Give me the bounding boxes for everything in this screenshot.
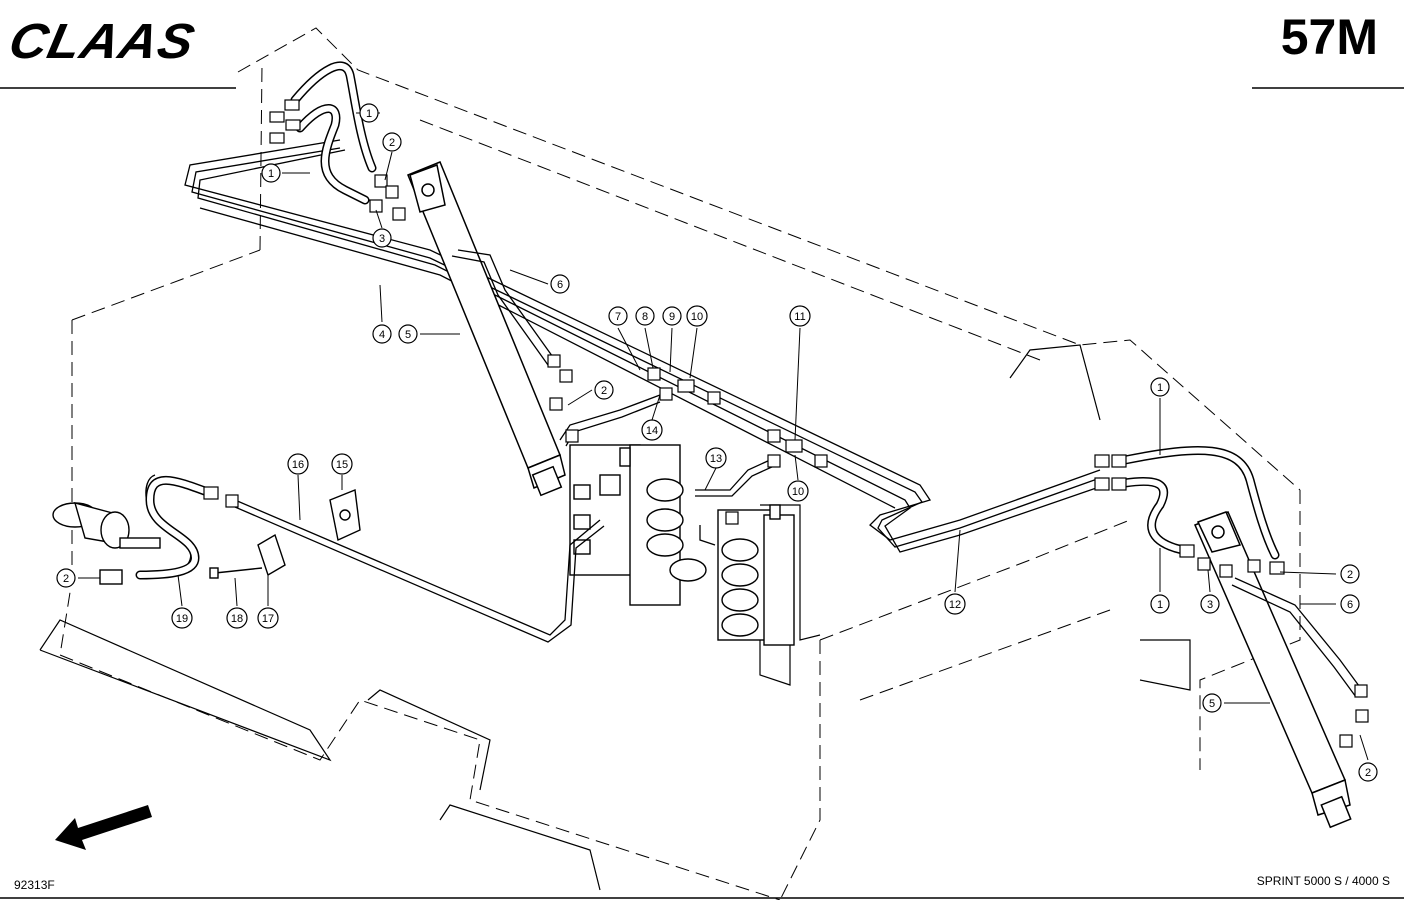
callouts xyxy=(56,103,1378,782)
callout-2: 2 xyxy=(1347,569,1353,581)
callout-12: 12 xyxy=(949,599,961,611)
callout-6: 6 xyxy=(557,279,563,291)
callout-1: 1 xyxy=(268,168,274,180)
pipe-6-left xyxy=(451,249,556,366)
callout-13: 13 xyxy=(710,453,722,465)
control-valve-block xyxy=(569,444,795,646)
callout-17: 17 xyxy=(262,613,274,625)
callout-18: 18 xyxy=(231,613,243,625)
callout-16: 16 xyxy=(292,459,304,471)
frame-outline xyxy=(59,27,1301,900)
drawing-number: 92313F xyxy=(14,878,55,892)
callout-14: 14 xyxy=(646,425,658,437)
callout-7: 7 xyxy=(615,311,621,323)
callout-10: 10 xyxy=(691,311,703,323)
callout-9: 9 xyxy=(669,311,675,323)
callout-5: 5 xyxy=(405,329,411,341)
pipe-6-right xyxy=(1231,577,1363,698)
callout-labels: 1 1 2 3 6 4 5 7 8 9 10 11 2 14 13 10 16 … xyxy=(63,108,1371,779)
callout-6: 6 xyxy=(1347,599,1353,611)
callout-8: 8 xyxy=(642,311,648,323)
leader-lines xyxy=(78,112,1369,761)
callout-5: 5 xyxy=(1209,698,1215,710)
callout-15: 15 xyxy=(336,459,348,471)
hose-1-right xyxy=(1120,445,1280,560)
callout-3: 3 xyxy=(1207,599,1213,611)
cylinder-right xyxy=(1194,511,1352,829)
pipe-run-4-5 xyxy=(184,139,1106,553)
callout-4: 4 xyxy=(379,329,385,341)
clamp-parts xyxy=(209,489,361,579)
model-label: SPRINT 5000 S / 4000 S xyxy=(1256,874,1390,888)
small-pipes xyxy=(234,394,775,643)
cylinder-left xyxy=(407,161,566,497)
callout-1: 1 xyxy=(1157,382,1163,394)
callout-1: 1 xyxy=(366,108,372,120)
frame-solid xyxy=(39,344,1191,891)
callout-10: 10 xyxy=(792,486,804,498)
callout-11: 11 xyxy=(794,311,805,323)
callout-19: 19 xyxy=(176,613,188,625)
fittings xyxy=(203,99,1369,748)
callout-2: 2 xyxy=(63,573,69,585)
direction-arrow xyxy=(55,805,152,850)
callout-3: 3 xyxy=(379,233,385,245)
callout-2: 2 xyxy=(1365,767,1371,779)
page-code: 57M xyxy=(1280,9,1378,65)
callout-2: 2 xyxy=(389,137,395,149)
callout-2: 2 xyxy=(601,385,607,397)
title-frame xyxy=(0,87,1404,899)
callout-1: 1 xyxy=(1157,599,1163,611)
